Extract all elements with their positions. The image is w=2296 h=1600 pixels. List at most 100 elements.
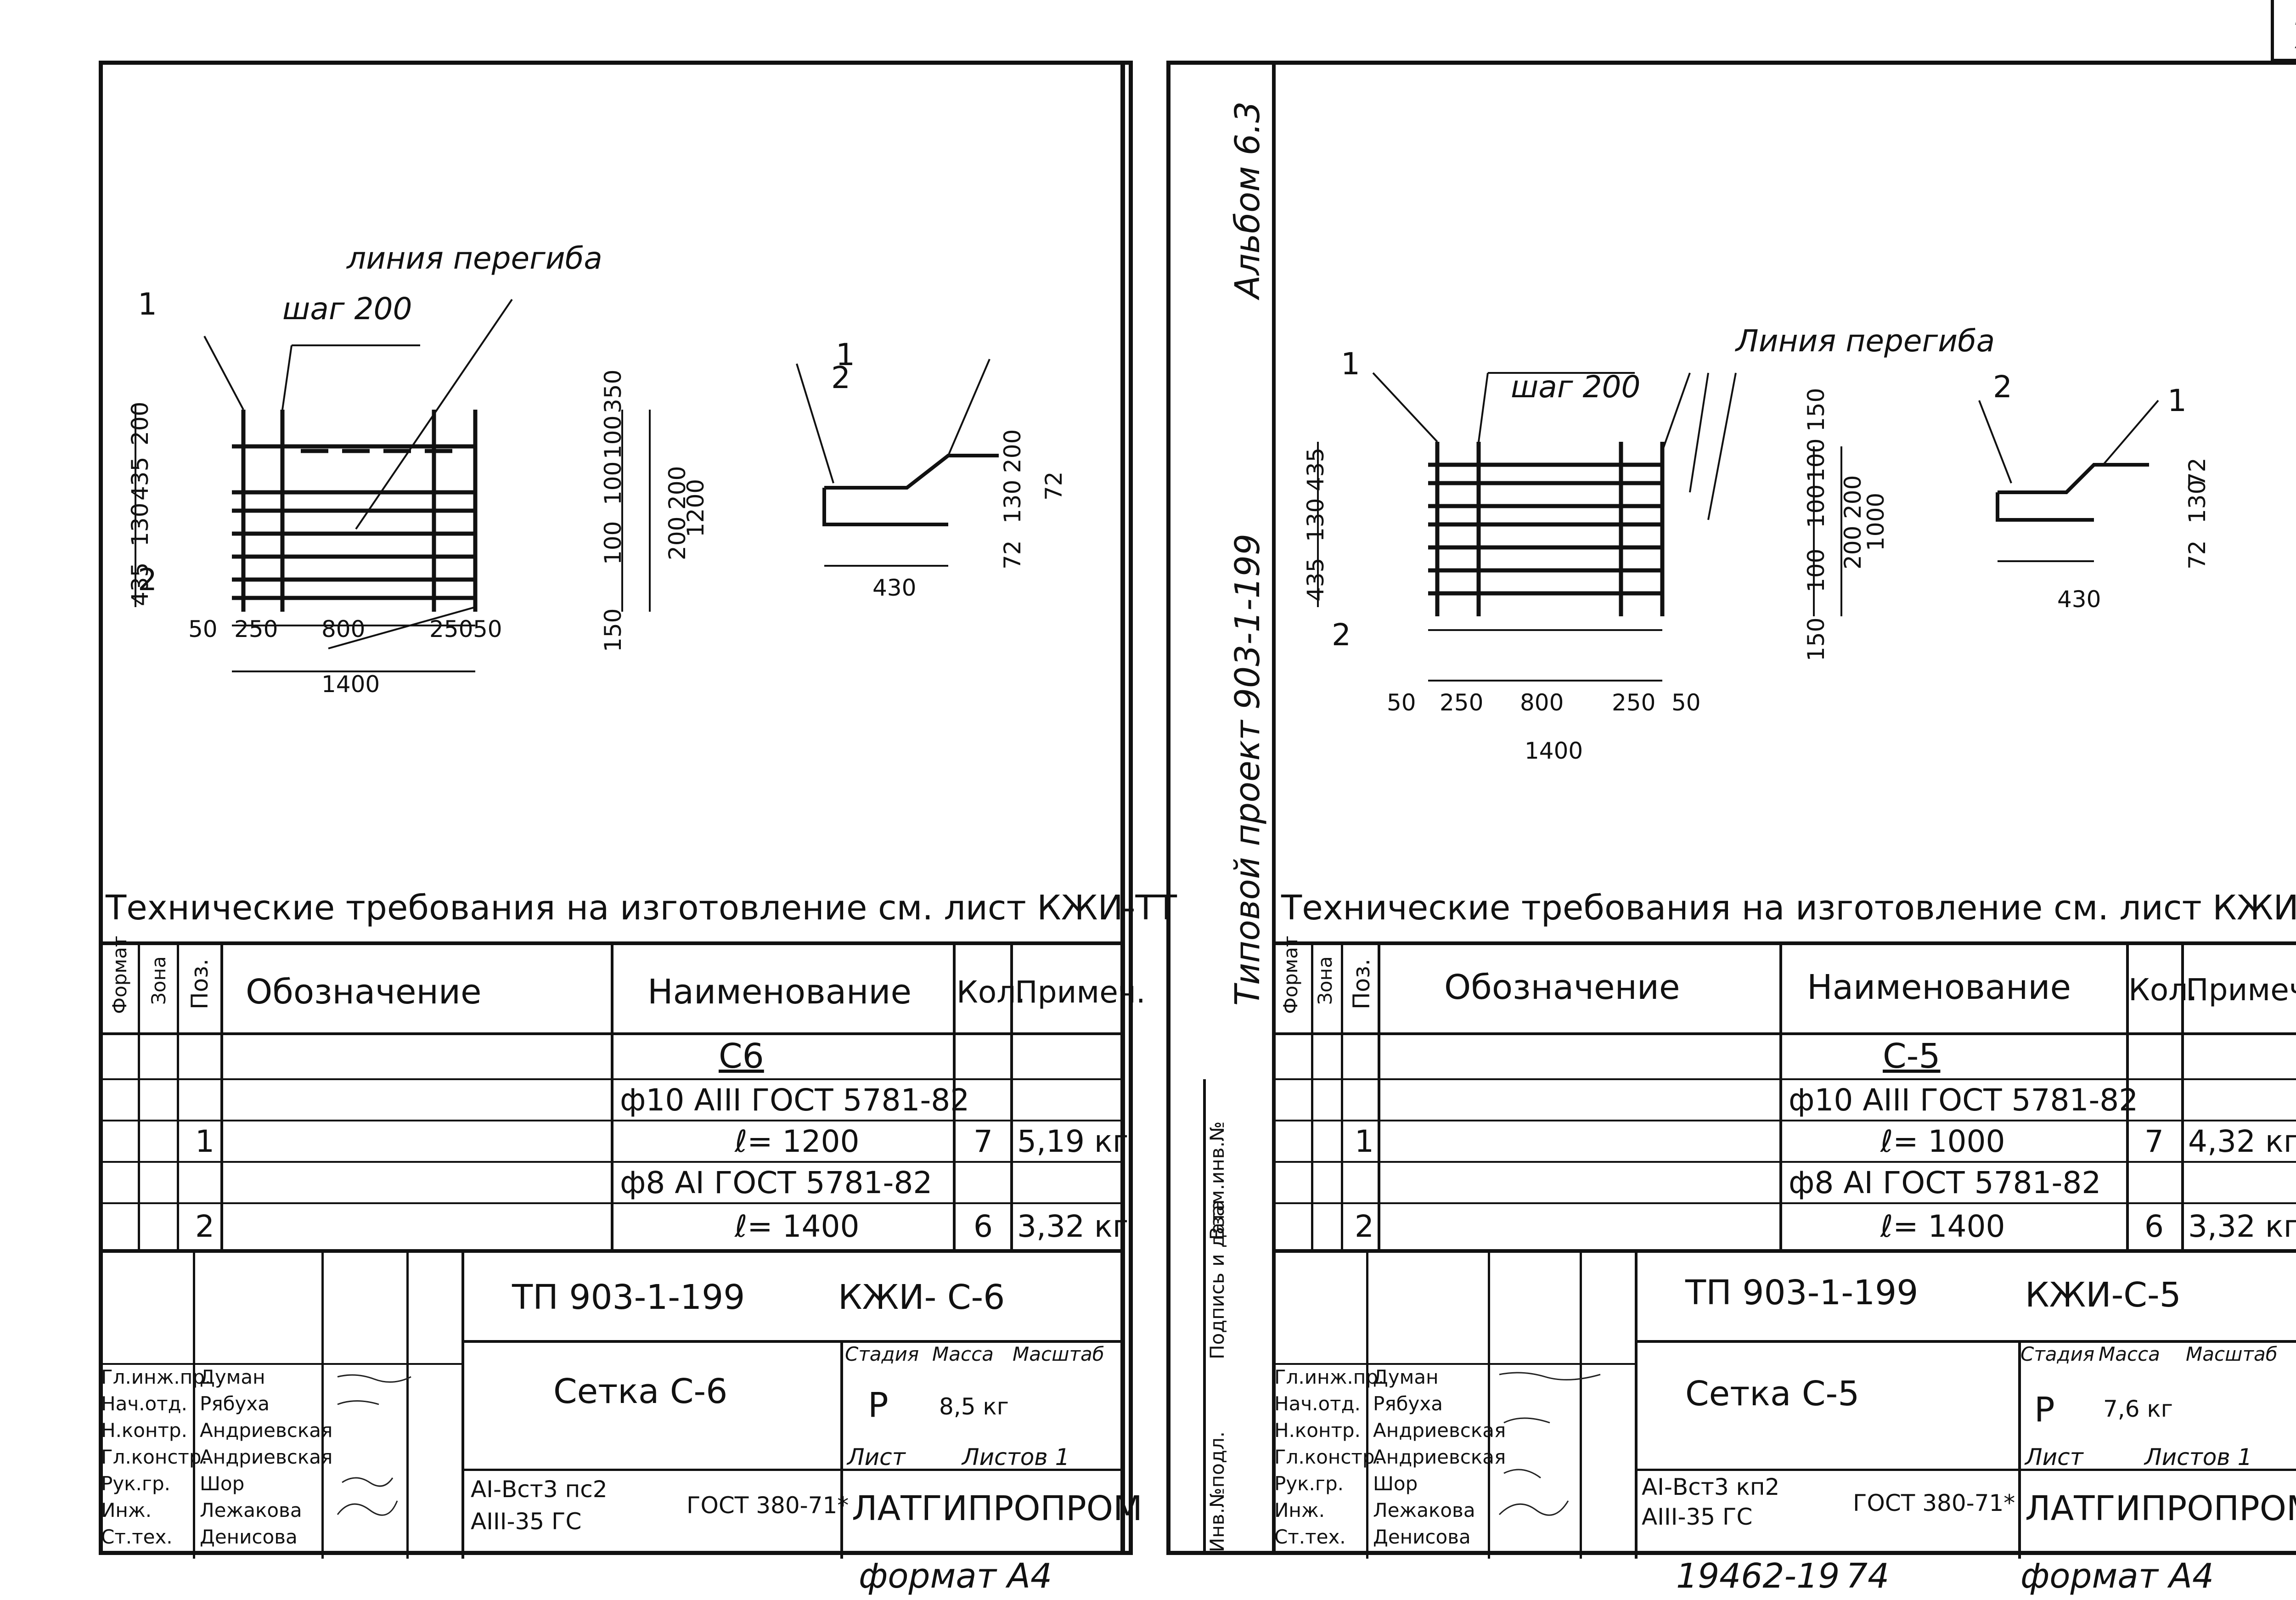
right-role-6: Ст.тех.: [1274, 1526, 1346, 1548]
left-sec-200: 200: [999, 429, 1026, 473]
left-col-designation: Обозначение: [246, 972, 482, 1012]
left-col-note: Примеч.: [1015, 975, 1146, 1010]
right-tb-stage: Р: [2034, 1390, 2055, 1430]
left-dim-r-150: 150: [600, 608, 626, 652]
right-step-label: шаг 200: [1511, 369, 1641, 405]
left-person-4: Шор: [200, 1472, 245, 1495]
left-step-label: шаг 200: [282, 291, 412, 327]
right-dim-r-150a: 150: [1803, 388, 1829, 432]
left-role-0: Гл.инж.пр.: [101, 1366, 211, 1388]
left-row3-name: ф8 АI ГОСТ 5781-82: [620, 1165, 933, 1200]
left-dim-left-435a: 435: [127, 456, 153, 501]
right-tb-gost: ГОСТ 380-71*: [1853, 1490, 2015, 1516]
left-col-qty: Кол.: [957, 975, 1026, 1010]
right-col-name: Наименование: [1807, 968, 2071, 1007]
right-row4-name: ℓ= 1400: [1880, 1209, 2005, 1244]
left-dim-r-100a: 100: [600, 415, 626, 459]
left-dim-r-100c: 100: [600, 521, 626, 565]
right-row2-note: 4,32 кг: [2188, 1124, 2296, 1159]
right-person-4: Шор: [1373, 1472, 1418, 1495]
right-tb-code: ТП 903-1-199: [1685, 1273, 1919, 1313]
right-tech-requirements: Технические требования на изготовление с…: [1281, 888, 2296, 928]
right-dim-50a: 50: [1387, 689, 1416, 716]
left-row4-pos: 2: [195, 1209, 214, 1244]
left-person-1: Рябуха: [200, 1392, 270, 1415]
left-title-block: ТП 903-1-199 КЖИ- С-6 Сетка С-6 Стадия М…: [99, 1249, 1142, 1559]
right-person-5: Лежакова: [1373, 1499, 1475, 1521]
right-role-4: Рук.гр.: [1274, 1472, 1344, 1495]
left-tb-code: ТП 903-1-199: [512, 1278, 745, 1317]
right-tb-sheet-code: КЖИ-С-5: [2025, 1275, 2181, 1315]
right-dim-left-435a: 435: [1302, 447, 1329, 491]
left-tb-sheets-label: Листов 1: [962, 1444, 1070, 1470]
left-row2-name: ℓ= 1200: [735, 1124, 860, 1159]
right-col-pos: Поз.: [1348, 958, 1375, 1009]
left-dim-r-100b: 100: [600, 461, 626, 505]
left-role-4: Рук.гр.: [101, 1472, 170, 1495]
right-sheet: [1166, 61, 2296, 1555]
left-row4-qty: 6: [974, 1209, 993, 1244]
right-sec-72b: 72: [2184, 540, 2211, 569]
page-number: 73: [2291, 18, 2296, 54]
left-dim-left-200: 200: [127, 401, 153, 445]
right-tb-steel1: АI-Вст3 кп2: [1642, 1474, 1780, 1500]
right-tb-stage-label: Стадия: [2020, 1343, 2095, 1365]
right-dim-left-435b: 435: [1302, 558, 1329, 602]
right-row3-name: ф8 АI ГОСТ 5781-82: [1789, 1165, 2101, 1200]
right-sec-pos1: 1: [2167, 383, 2187, 418]
left-row1-name: ф10 АIII ГОСТ 5781-82: [620, 1082, 970, 1118]
right-sec-width: 430: [2057, 586, 2101, 613]
right-row1-name: ф10 АIII ГОСТ 5781-82: [1789, 1082, 2138, 1118]
left-sec-72b: 72: [999, 540, 1026, 569]
right-dim-r2-1000: 1000: [1863, 492, 1889, 551]
right-dim-250b: 250: [1612, 689, 1656, 716]
right-signatures: [1498, 1372, 1601, 1516]
left-dim-left-130: 130: [127, 502, 153, 546]
left-tech-requirements: Технические требования на изготовление с…: [106, 888, 1177, 928]
left-sec-pos2: 2: [831, 360, 850, 395]
left-dim-50a: 50: [188, 616, 218, 642]
left-sec-72a: 72: [1041, 471, 1067, 501]
right-col-note: Примеч.: [2186, 972, 2296, 1008]
left-person-0: Думан: [200, 1366, 265, 1388]
left-signatures: [337, 1374, 411, 1516]
left-role-5: Инж.: [101, 1499, 152, 1521]
left-dim-250a: 250: [234, 616, 278, 642]
right-row2-qty: 7: [2144, 1124, 2164, 1159]
right-person-3: Андриевская: [1373, 1446, 1506, 1468]
right-dim-r-100a: 100: [1803, 438, 1829, 482]
left-dim-left-435b: 435: [127, 562, 153, 606]
right-role-0: Гл.инж.пр.: [1274, 1366, 1384, 1388]
left-pos2-label: 2: [138, 562, 157, 597]
right-role-5: Инж.: [1274, 1499, 1325, 1521]
left-dim-250b: 250: [429, 616, 473, 642]
left-footer-format: формат А4: [859, 1556, 1052, 1596]
footer-code: 19462-19: [1676, 1556, 1840, 1596]
left-sec-pos1: 1: [836, 337, 855, 372]
left-dim-r-350: 350: [600, 369, 626, 413]
right-spec-table: Формат Зона Поз. Обозначение Наименовани…: [1272, 936, 2296, 1253]
right-sec-72a: 72: [2184, 457, 2211, 487]
left-row4-name: ℓ= 1400: [735, 1209, 860, 1244]
right-dim-800: 800: [1520, 689, 1564, 716]
left-role-6: Ст.тех.: [101, 1526, 173, 1548]
left-tb-name: Сетка С-6: [553, 1372, 728, 1411]
left-tb-mass: 8,5 кг: [939, 1393, 1009, 1420]
right-role-1: Нач.отд.: [1274, 1392, 1361, 1415]
left-row4-note: 3,32 кг: [1017, 1209, 1129, 1244]
right-mesh-svg: [1317, 372, 2159, 682]
right-person-2: Андриевская: [1373, 1419, 1506, 1442]
left-sec-130: 130: [999, 479, 1026, 524]
left-row2-pos: 1: [195, 1124, 214, 1159]
right-tb-org: ЛАТГИПРОПРОМ: [2025, 1489, 2296, 1528]
right-tb-name: Сетка С-5: [1685, 1374, 1860, 1414]
right-tb-sheets-label: Листов 1: [2144, 1444, 2252, 1470]
left-tb-sheet-label: Лист: [847, 1444, 906, 1470]
left-role-3: Гл.констр.: [101, 1446, 208, 1468]
left-tb-gost: ГОСТ 380-71*: [687, 1492, 849, 1519]
right-dim-r-100c: 100: [1803, 548, 1829, 592]
right-tb-mass-label: Масса: [2099, 1343, 2160, 1365]
left-person-3: Андриевская: [200, 1446, 333, 1468]
right-row4-pos: 2: [1355, 1209, 1374, 1244]
left-spec-table: Формат Зона Поз. Обозначение Наименовани…: [99, 936, 1146, 1253]
